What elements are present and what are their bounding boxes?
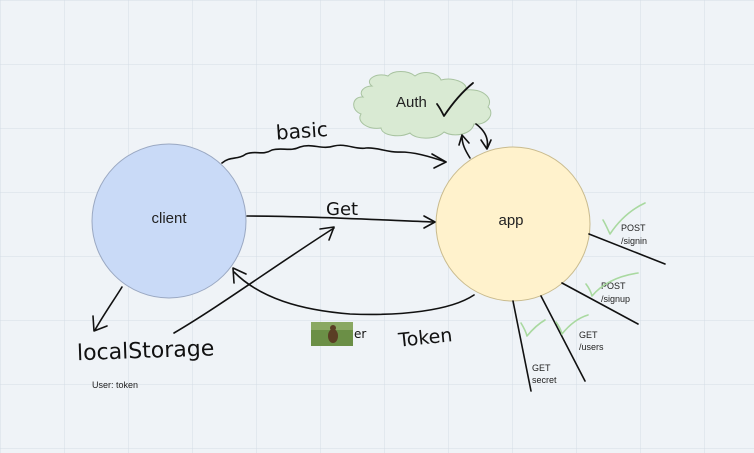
endpoint-signin-line xyxy=(588,233,666,265)
user-token-label: User: token xyxy=(92,380,138,390)
localstorage-down-arrowhead-icon xyxy=(92,315,108,332)
endpoint-secret-path: secret xyxy=(532,375,557,385)
app-to-auth-arrowhead-icon xyxy=(458,134,470,146)
token-tail-label: er xyxy=(354,327,366,341)
endpoint-signin[interactable]: POST /signin xyxy=(621,223,647,246)
endpoint-signin-path: /signin xyxy=(621,236,647,246)
basic-label: basic xyxy=(275,117,328,145)
endpoint-secret[interactable]: GET secret xyxy=(532,363,557,385)
auth-to-app-arrow xyxy=(475,123,489,149)
basic-arrow xyxy=(221,144,447,164)
token-arrow xyxy=(233,271,475,316)
signin-checkmark-icon xyxy=(602,202,646,235)
app-to-auth-arrow xyxy=(461,135,471,159)
endpoint-users[interactable]: GET /users xyxy=(579,330,604,352)
basic-arrowhead-icon xyxy=(431,153,447,169)
endpoint-signup[interactable]: POST /signup xyxy=(601,281,630,304)
auth-label: Auth xyxy=(396,94,427,111)
endpoint-secret-method: GET xyxy=(532,363,551,373)
app-label: app xyxy=(498,212,523,229)
localstorage-label: localStorage xyxy=(77,336,215,366)
auth-node[interactable]: Auth xyxy=(353,71,492,139)
signup-checkmark-icon xyxy=(585,272,639,297)
bear-thumbnail-image xyxy=(311,322,353,346)
auth-to-app-arrowhead-icon xyxy=(480,139,492,150)
endpoint-signup-line xyxy=(561,282,639,325)
client-to-localstorage-arrow xyxy=(94,286,123,331)
app-node[interactable]: app xyxy=(435,146,591,302)
token-arrowhead-icon xyxy=(232,267,247,284)
endpoint-users-path: /users xyxy=(579,342,604,352)
get-arrowhead-icon xyxy=(423,215,436,229)
auth-checkmark-icon xyxy=(436,82,474,117)
endpoint-users-method: GET xyxy=(579,330,598,340)
endpoint-secret-line xyxy=(512,300,532,392)
secret-checkmark-icon xyxy=(520,319,546,337)
endpoint-signin-method: POST xyxy=(621,223,646,233)
get-arrow xyxy=(246,215,435,223)
endpoint-signup-path: /signup xyxy=(601,294,630,304)
get-label: Get xyxy=(326,199,358,220)
endpoint-users-line xyxy=(540,295,586,382)
token-label: Token xyxy=(396,324,453,352)
client-node[interactable]: client xyxy=(91,143,247,299)
client-label: client xyxy=(151,210,187,227)
users-checkmark-icon xyxy=(555,314,589,335)
localstorage-arrowhead-icon xyxy=(319,226,335,241)
endpoint-signup-method: POST xyxy=(601,281,626,291)
